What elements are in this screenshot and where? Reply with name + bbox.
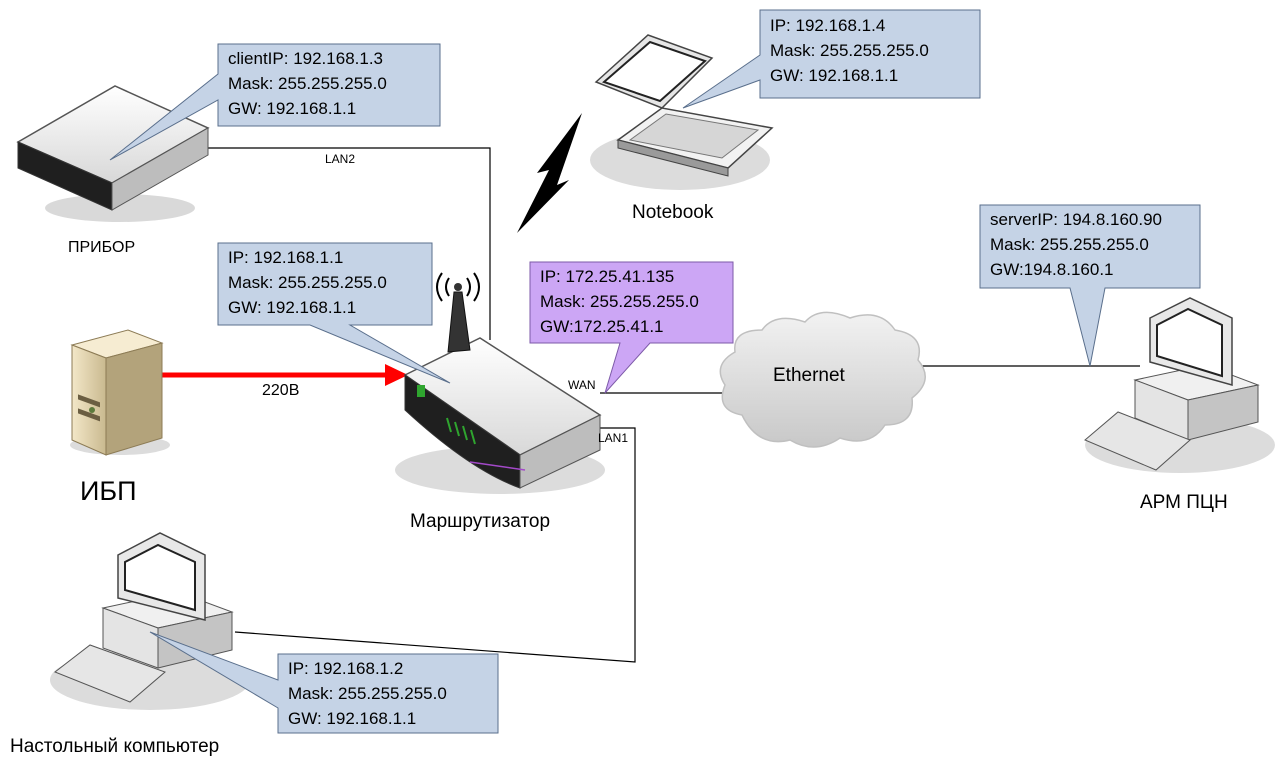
callout-router-lan-line-2: Mask: 255.255.255.0 xyxy=(228,273,387,292)
callout-server-line-3: GW:194.8.160.1 xyxy=(990,260,1114,279)
callout-router-wan: IP: 172.25.41.135 Mask: 255.255.255.0 GW… xyxy=(529,261,734,394)
ups-slot-2 xyxy=(78,408,100,422)
desktop-screen xyxy=(124,543,196,612)
callout-notebook-box xyxy=(682,9,981,109)
router-stripe xyxy=(469,461,526,471)
callout-desktop: IP: 192.168.1.2 Mask: 255.255.255.0 GW: … xyxy=(149,631,499,734)
pribor-label: ПРИБОР xyxy=(68,239,135,256)
callout-server-box xyxy=(979,204,1201,367)
wireless-lightning-icon xyxy=(517,113,582,233)
callout-router-lan-text: IP: 192.168.1.1 Mask: 255.255.255.0 GW: … xyxy=(228,248,392,317)
notebook-screen xyxy=(602,40,707,103)
callout-desktop-box xyxy=(149,631,499,734)
callout-server-line-2: Mask: 255.255.255.0 xyxy=(990,235,1149,254)
callout-router-wan-text: IP: 172.25.41.135 Mask: 255.255.255.0 GW… xyxy=(540,267,704,336)
callout-server: serverIP: 194.8.160.90 Mask: 255.255.255… xyxy=(979,204,1201,367)
callout-router-wan-line-3: GW:172.25.41.1 xyxy=(540,317,664,336)
callout-pribor: clientIP: 192.168.1.3 Mask: 255.255.255.… xyxy=(109,43,441,161)
router-device xyxy=(395,272,605,494)
callout-router-wan-line-1: IP: 172.25.41.135 xyxy=(540,267,674,286)
pribor-side xyxy=(111,127,209,211)
notebook-keyboard xyxy=(628,113,760,159)
router-side xyxy=(519,414,601,489)
wifi-signal-icon xyxy=(436,272,480,302)
wan-label: WAN xyxy=(568,378,596,392)
callout-router-lan-box xyxy=(217,242,451,384)
desktop-case-side xyxy=(157,611,233,669)
pribor-device xyxy=(16,85,210,222)
callout-router-lan: IP: 192.168.1.1 Mask: 255.255.255.0 GW: … xyxy=(217,242,451,384)
connection-lines xyxy=(160,147,1140,663)
callout-router-wan-box xyxy=(529,261,734,394)
lan2-label: LAN2 xyxy=(325,152,355,166)
arm-case-side xyxy=(1187,384,1259,441)
desktop-label: Настольный компьютер xyxy=(10,736,219,757)
notebook-base-edge xyxy=(617,139,729,177)
callout-pribor-line-3: GW: 192.168.1.1 xyxy=(228,99,356,118)
callout-pribor-text: clientIP: 192.168.1.3 Mask: 255.255.255.… xyxy=(228,49,392,118)
ethernet-cloud xyxy=(719,311,926,448)
callout-desktop-line-1: IP: 192.168.1.2 xyxy=(288,659,403,678)
desktop-computer xyxy=(50,532,250,710)
arm-screen xyxy=(1156,307,1223,378)
callout-server-line-1: serverIP: 194.8.160.90 xyxy=(990,210,1162,229)
arm-keyboard xyxy=(1084,411,1191,471)
callout-desktop-line-2: Mask: 255.255.255.0 xyxy=(288,684,447,703)
callout-notebook-line-3: GW: 192.168.1.1 xyxy=(770,66,898,85)
callout-router-lan-line-3: GW: 192.168.1.1 xyxy=(228,298,356,317)
pribor-shadow xyxy=(45,194,195,222)
arm-workstation xyxy=(1084,297,1275,473)
notebook-label: Notebook xyxy=(632,202,714,223)
lan2-line xyxy=(200,147,491,340)
callout-pribor-box xyxy=(109,43,441,161)
callout-pribor-line-1: clientIP: 192.168.1.3 xyxy=(228,49,383,68)
callout-notebook: IP: 192.168.1.4 Mask: 255.255.255.0 GW: … xyxy=(682,9,981,109)
ups-device xyxy=(70,329,170,456)
callout-router-lan-line-1: IP: 192.168.1.1 xyxy=(228,248,343,267)
ups-slot-1 xyxy=(78,394,100,408)
router-antenna-tip xyxy=(454,283,462,291)
callout-notebook-line-2: Mask: 255.255.255.0 xyxy=(770,41,929,60)
lan1-line xyxy=(234,427,636,663)
callout-server-text: serverIP: 194.8.160.90 Mask: 255.255.255… xyxy=(990,210,1167,279)
router-led-lines-icon xyxy=(446,417,476,445)
notebook-device xyxy=(590,34,774,190)
power-arrowhead xyxy=(385,364,408,386)
router-antenna xyxy=(447,291,471,353)
desktop-keyboard xyxy=(54,644,166,703)
callout-desktop-text: IP: 192.168.1.2 Mask: 255.255.255.0 GW: … xyxy=(288,659,452,728)
callout-notebook-text: IP: 192.168.1.4 Mask: 255.255.255.0 GW: … xyxy=(770,16,934,85)
callout-desktop-line-3: GW: 192.168.1.1 xyxy=(288,709,416,728)
ups-label: ИБП xyxy=(80,476,137,506)
arm-label: АРМ ПЦН xyxy=(1140,492,1228,513)
callout-router-wan-line-2: Mask: 255.255.255.0 xyxy=(540,292,699,311)
router-port-icon xyxy=(417,385,425,397)
cloud-label: Ethernet xyxy=(773,365,846,386)
power-label: 220В xyxy=(262,382,299,399)
ups-led-icon xyxy=(89,407,95,413)
lan1-label: LAN1 xyxy=(598,431,628,445)
callout-pribor-line-2: Mask: 255.255.255.0 xyxy=(228,74,387,93)
ups-side xyxy=(105,342,163,456)
cloud-shape xyxy=(719,311,926,448)
callout-notebook-line-1: IP: 192.168.1.4 xyxy=(770,16,885,35)
router-label: Маршрутизатор xyxy=(410,511,550,532)
